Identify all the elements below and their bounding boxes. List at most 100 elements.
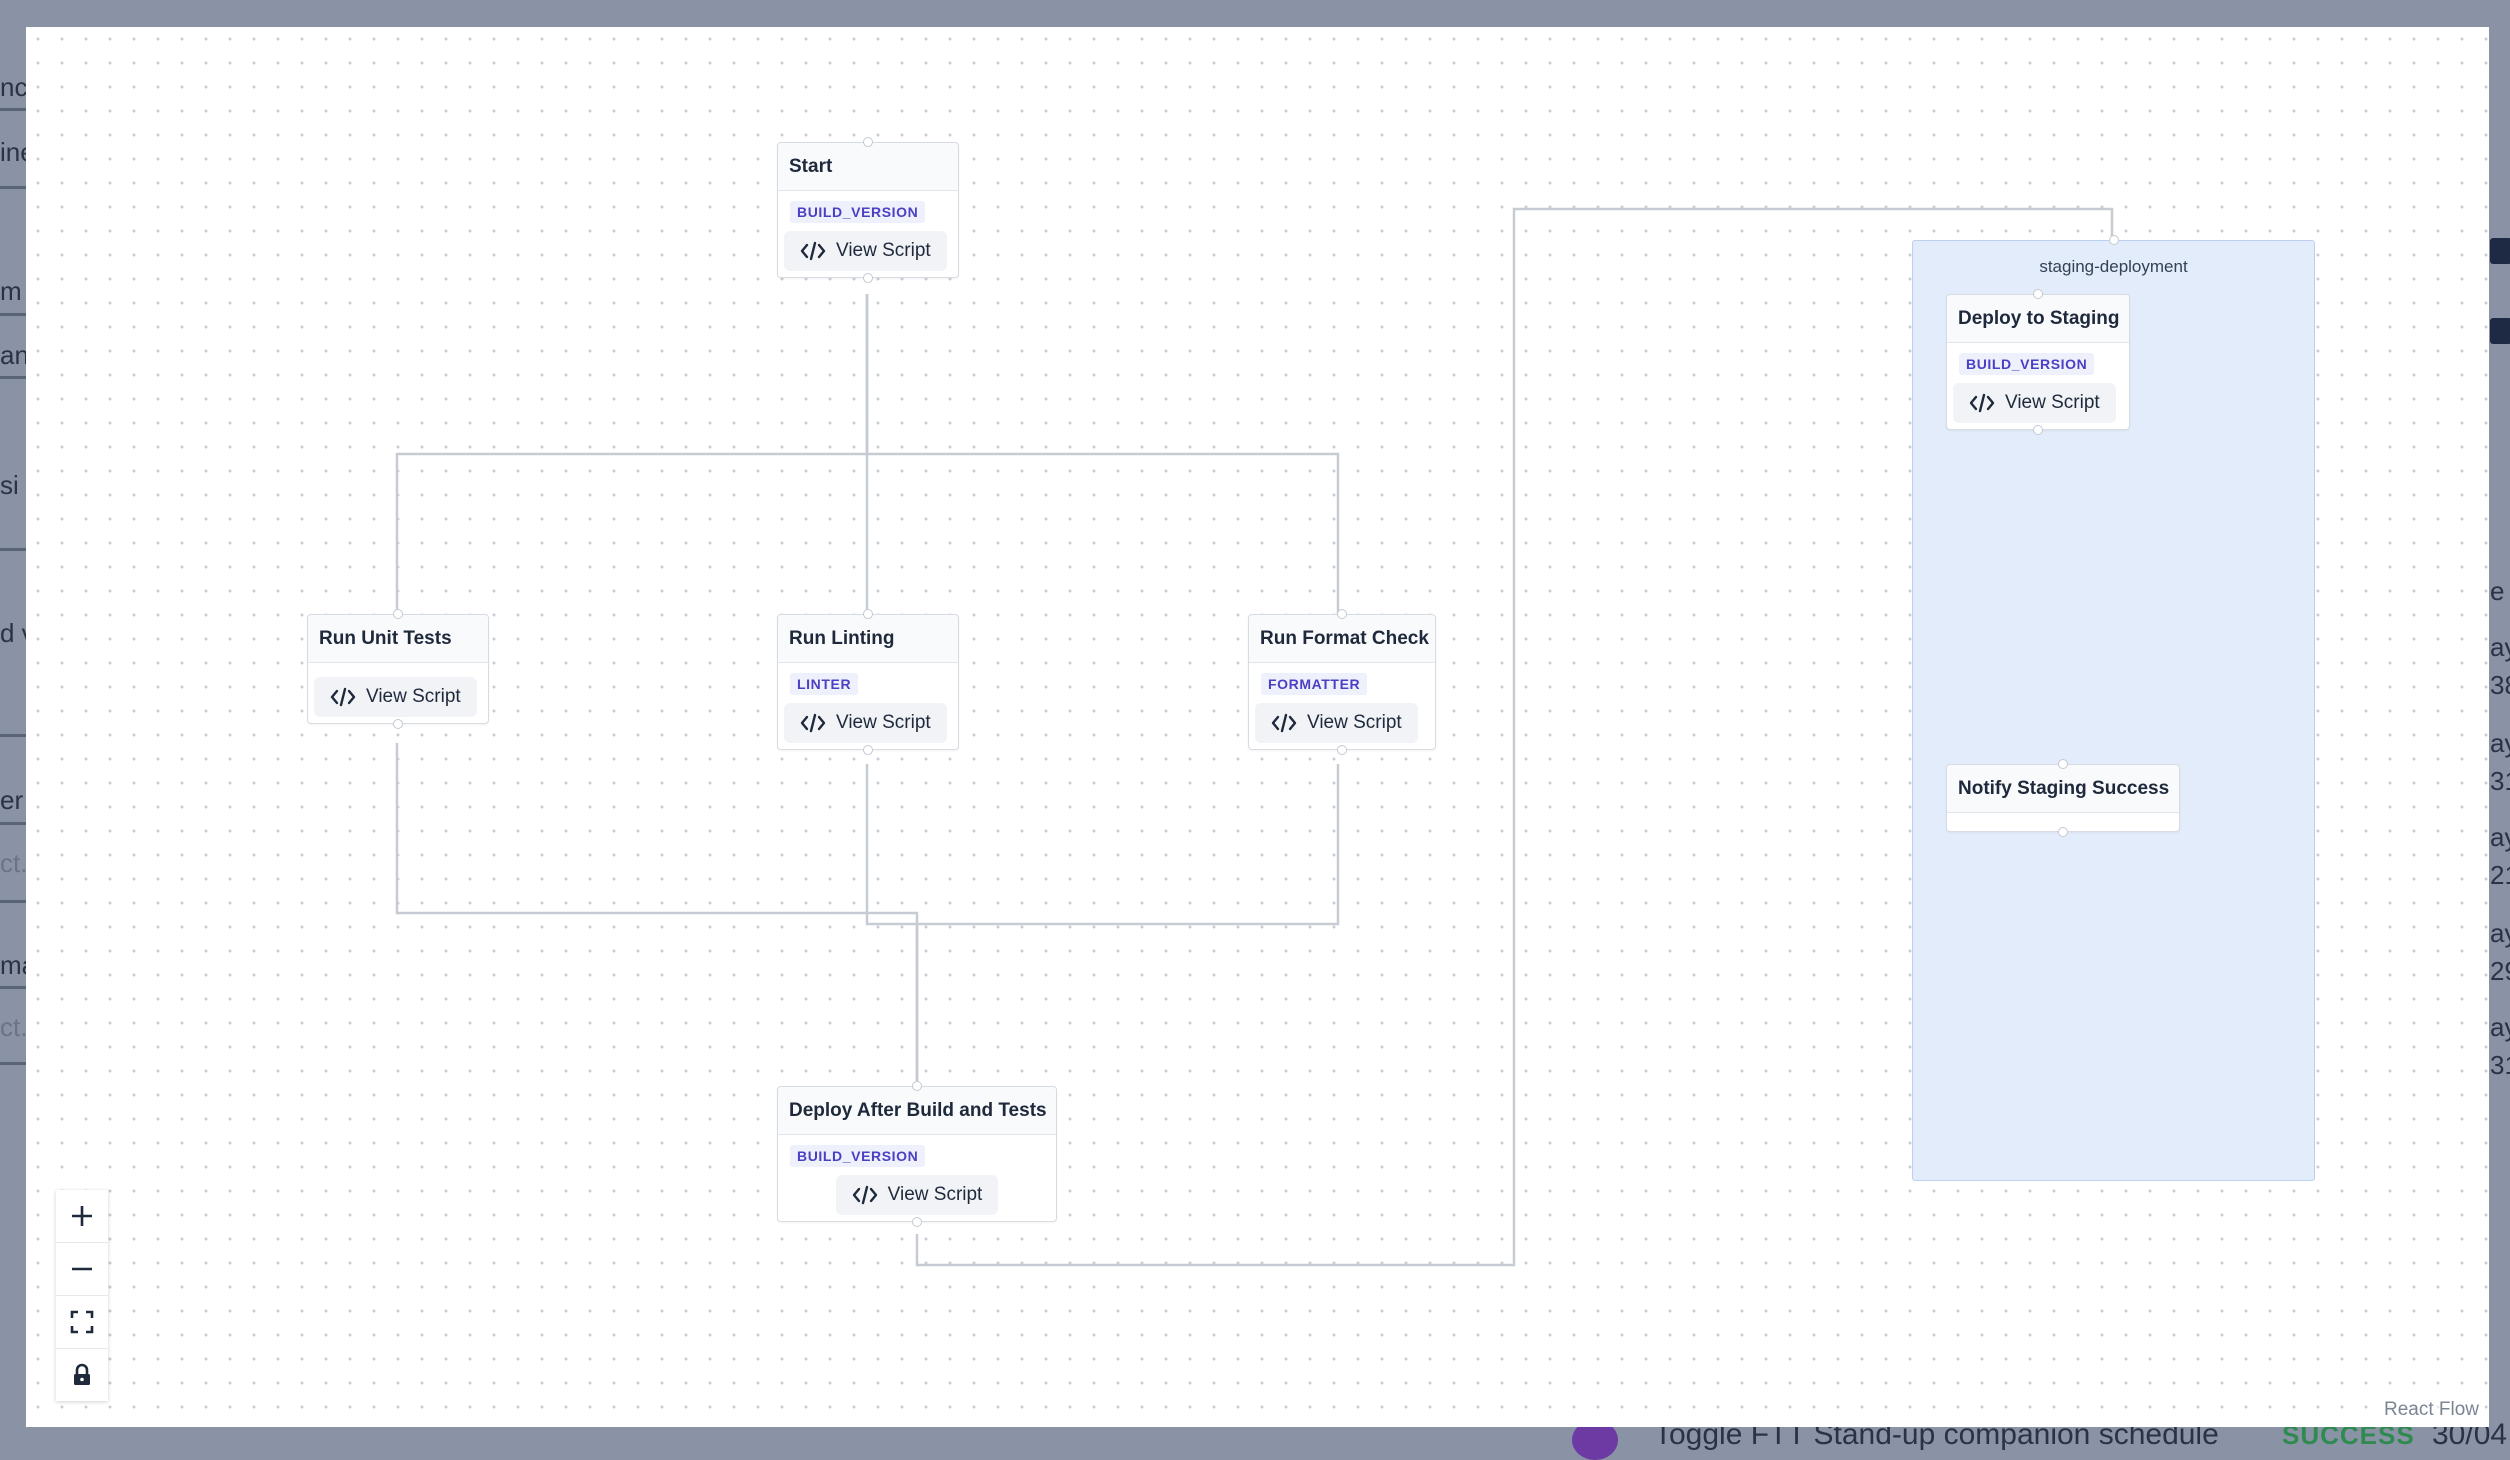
view-script-label: View Script xyxy=(836,712,931,733)
view-script-button[interactable]: View Script xyxy=(1255,703,1418,743)
zoom-in-button[interactable] xyxy=(56,1190,108,1243)
trash-icon xyxy=(2490,318,2510,344)
code-icon xyxy=(800,713,826,733)
view-script-button[interactable]: View Script xyxy=(784,231,947,271)
edge-deploy-staging-group xyxy=(915,207,2114,1267)
code-icon xyxy=(800,241,826,261)
node-start[interactable]: Start BUILD_VERSION View Script xyxy=(777,137,959,283)
bg-divider xyxy=(0,734,26,737)
flow-canvas[interactable]: Start BUILD_VERSION View Script Run Unit… xyxy=(26,27,2489,1427)
bg-fragment: 38 xyxy=(2490,670,2510,700)
view-script-button[interactable]: View Script xyxy=(784,703,947,743)
bg-fragment: 29 xyxy=(2490,956,2510,986)
view-script-label: View Script xyxy=(887,1184,983,1205)
target-handle[interactable] xyxy=(2108,235,2119,245)
lock-button[interactable] xyxy=(56,1349,108,1401)
bg-divider xyxy=(0,376,26,379)
fit-view-icon xyxy=(70,1310,94,1334)
code-icon xyxy=(852,1185,877,1205)
bg-fragment: e xyxy=(2490,576,2505,606)
target-handle[interactable] xyxy=(912,1081,922,1091)
source-handle[interactable] xyxy=(1337,745,1347,755)
edge-start-unit-tests xyxy=(395,294,869,614)
lock-icon xyxy=(74,1363,90,1385)
trash-icon xyxy=(2490,238,2510,264)
node-title: Start xyxy=(778,143,958,191)
target-handle[interactable] xyxy=(393,609,403,619)
env-var-badge: LINTER xyxy=(790,673,859,695)
bg-fragment: ay xyxy=(2490,728,2510,758)
group-label: staging-deployment xyxy=(2039,257,2188,276)
node-notify-staging-success[interactable]: Notify Staging Success xyxy=(1946,759,2180,837)
bg-fragment: si xyxy=(0,470,19,500)
bg-fragment: 21 xyxy=(2490,860,2510,890)
plus-icon xyxy=(72,1206,92,1226)
code-icon xyxy=(1969,393,1995,413)
source-handle[interactable] xyxy=(2058,827,2068,837)
view-script-label: View Script xyxy=(1307,712,1402,733)
bg-divider xyxy=(0,548,26,551)
bg-fragment: er xyxy=(0,785,24,815)
target-handle[interactable] xyxy=(2058,759,2068,769)
bg-fragment: 31 xyxy=(2490,1050,2510,1080)
env-var-badge: BUILD_VERSION xyxy=(790,201,926,223)
view-script-label: View Script xyxy=(366,686,461,707)
code-icon xyxy=(330,687,356,707)
source-handle[interactable] xyxy=(393,719,403,729)
view-script-button[interactable]: View Script xyxy=(835,1175,999,1215)
env-var-badge: BUILD_VERSION xyxy=(790,1145,926,1167)
node-deploy-to-staging[interactable]: Deploy to Staging BUILD_VERSION View Scr… xyxy=(1946,289,2130,435)
edge-start-format-check xyxy=(865,294,1340,614)
bg-fragment: an xyxy=(0,340,29,370)
view-script-label: View Script xyxy=(836,240,931,261)
edge-linting-deploy xyxy=(865,764,919,1086)
env-var-badge: BUILD_VERSION xyxy=(1959,353,2095,375)
view-script-button[interactable]: View Script xyxy=(314,677,477,717)
bg-divider xyxy=(0,313,26,316)
react-flow-attribution[interactable]: React Flow xyxy=(2377,1397,2485,1423)
node-title: Deploy After Build and Tests xyxy=(778,1087,1056,1135)
fit-view-button[interactable] xyxy=(56,1296,108,1349)
node-title: Run Unit Tests xyxy=(308,615,488,663)
flow-controls xyxy=(56,1190,108,1401)
zoom-out-button[interactable] xyxy=(56,1243,108,1296)
edge-format-check-deploy xyxy=(915,764,1340,1086)
bg-divider xyxy=(0,986,26,989)
minus-icon xyxy=(72,1267,92,1271)
view-script-button[interactable]: View Script xyxy=(1953,383,2116,423)
code-icon xyxy=(1271,713,1297,733)
source-handle[interactable] xyxy=(912,1217,922,1227)
env-var-badge: FORMATTER xyxy=(1261,673,1368,695)
bg-fragment: nc xyxy=(0,72,28,102)
bg-fragment: 31 xyxy=(2490,766,2510,796)
bg-fragment: ay xyxy=(2490,918,2510,948)
node-run-format-check[interactable]: Run Format Check FORMATTER View Script xyxy=(1248,609,1436,755)
node-run-linting[interactable]: Run Linting LINTER View Script xyxy=(777,609,959,755)
bg-fragment: ay xyxy=(2490,632,2510,662)
node-deploy-after-build-and-tests[interactable]: Deploy After Build and Tests BUILD_VERSI… xyxy=(777,1081,1057,1227)
bg-divider xyxy=(0,186,26,189)
node-title: Notify Staging Success xyxy=(1947,765,2179,813)
node-title: Deploy to Staging xyxy=(1947,295,2129,343)
bg-divider xyxy=(0,822,26,825)
source-handle[interactable] xyxy=(2033,425,2043,435)
target-handle[interactable] xyxy=(1337,609,1347,619)
target-handle[interactable] xyxy=(2033,289,2043,299)
bg-divider xyxy=(0,1062,26,1065)
node-title: Run Format Check xyxy=(1249,615,1435,663)
bg-fragment: ct. xyxy=(0,848,28,878)
bg-fragment: ay xyxy=(2490,1012,2510,1042)
bg-fragment: ay xyxy=(2490,822,2510,852)
node-run-unit-tests[interactable]: Run Unit Tests View Script xyxy=(307,609,489,729)
node-title: Run Linting xyxy=(778,615,958,663)
edge-unit-tests-deploy xyxy=(395,743,919,1086)
target-handle[interactable] xyxy=(863,609,873,619)
source-handle[interactable] xyxy=(863,745,873,755)
view-script-label: View Script xyxy=(2005,392,2100,413)
bg-divider xyxy=(0,900,26,903)
bg-divider xyxy=(0,108,26,111)
bg-fragment: ct. xyxy=(0,1012,28,1042)
target-handle[interactable] xyxy=(863,137,873,147)
source-handle[interactable] xyxy=(863,273,873,283)
bg-fragment: m xyxy=(0,276,22,306)
